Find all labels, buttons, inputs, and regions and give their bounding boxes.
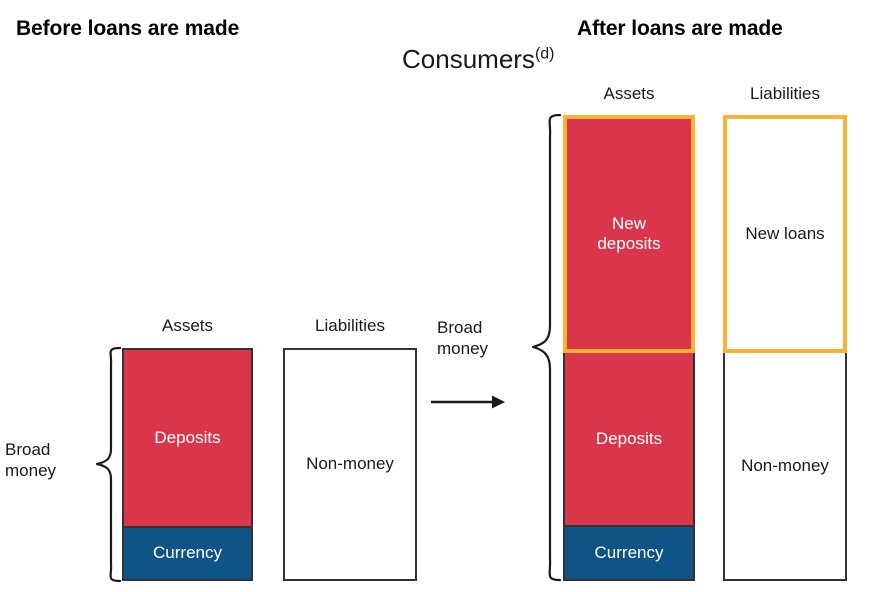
after-liabilities-bar: Non-money New loans (723, 115, 847, 581)
after-assets-segment-new-deposits: New deposits (563, 115, 695, 353)
before-assets-header: Assets (161, 316, 214, 335)
after-assets-segment-deposits: Deposits (565, 353, 693, 525)
before-non-money-label: Non-money (306, 454, 394, 474)
after-broad-money-line1: Broad (437, 318, 483, 337)
after-liabilities-segment-non-money: Non-money (725, 353, 845, 579)
before-liabilities-header: Liabilities (315, 316, 385, 335)
after-deposits-label: Deposits (595, 428, 663, 448)
after-liabilities-existing-group: Non-money (723, 351, 847, 581)
before-broad-money-line2: money (5, 460, 57, 480)
after-panel-title: After loans are made (577, 17, 783, 40)
after-currency-label: Currency (594, 542, 664, 562)
after-non-money-label: Non-money (741, 455, 829, 475)
after-liabilities-header: Liabilities (750, 84, 820, 103)
before-broad-money-brace (88, 345, 122, 585)
before-liabilities-bar: Non-money (283, 348, 417, 581)
before-broad-money-line1: Broad (5, 440, 51, 459)
sector-footnote-marker: (d) (534, 45, 555, 63)
before-deposits-label: Deposits (154, 427, 221, 447)
after-assets-segment-currency: Currency (565, 527, 693, 579)
after-liabilities-segment-new-loans: New loans (723, 115, 847, 353)
before-assets-segment-currency: Currency (124, 528, 251, 579)
after-new-loans-label: New loans (745, 223, 825, 243)
after-new-deposits-inner: New deposits (567, 119, 691, 349)
transition-arrow-icon (430, 392, 508, 412)
before-broad-money-label: Broad money (5, 440, 56, 481)
after-assets-divider (565, 525, 693, 527)
before-liabilities-segment-non-money: Non-money (285, 350, 415, 579)
after-new-deposits-label-line2: deposits (597, 234, 661, 253)
sector-heading: Consumers(d) (402, 44, 555, 75)
before-panel-title: Before loans are made (16, 17, 240, 40)
after-broad-money-line2: money (437, 338, 489, 358)
after-assets-existing-group: Deposits Currency (563, 351, 695, 581)
before-currency-label: Currency (153, 543, 222, 563)
before-assets-bar: Deposits Currency (122, 348, 253, 581)
after-broad-money-label: Broad money (437, 318, 488, 359)
before-assets-divider (124, 526, 251, 528)
sector-name: Consumers (402, 44, 535, 74)
after-assets-bar: Deposits Currency New deposits (563, 115, 695, 581)
after-new-deposits-label-line1: New (611, 213, 646, 233)
after-assets-header: Assets (603, 84, 655, 103)
after-broad-money-brace (524, 112, 562, 584)
before-assets-segment-deposits: Deposits (124, 350, 251, 526)
after-new-loans-inner: New loans (727, 119, 843, 349)
